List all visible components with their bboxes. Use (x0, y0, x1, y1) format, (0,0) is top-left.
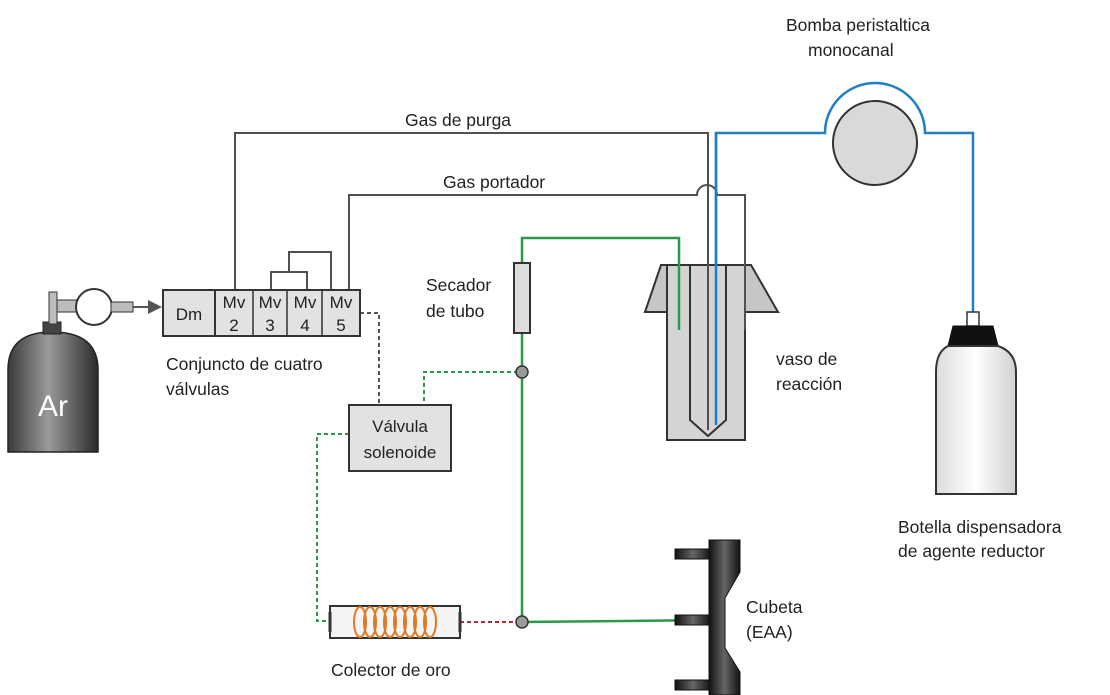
reductant-line (714, 81, 975, 425)
mv4-top-label: Mv (294, 293, 317, 312)
vessel-inner-lines (707, 133, 746, 430)
mv3-top-label: Mv (259, 293, 282, 312)
mv2-number-label: 2 (229, 316, 238, 335)
dryer-label-line1: Secador (426, 275, 491, 295)
solenoid-label-line1: Válvula (372, 417, 428, 436)
solenoid-valve (348, 404, 452, 472)
mv5-top-label: Mv (330, 293, 353, 312)
valve-set-label-line1: Conjuncto de cuatro (166, 354, 323, 374)
cell-label-line2: (EAA) (746, 622, 793, 642)
pump-label-line2: monocanal (808, 40, 894, 60)
solenoid-label-line2: solenoide (364, 443, 437, 462)
mv4-number-label: 4 (300, 316, 309, 335)
solenoid-signal-lines (316, 371, 518, 622)
argon-flow-arrow (148, 300, 162, 314)
vessel-label-line2: reacción (776, 374, 842, 394)
reductant-bottle (935, 311, 1017, 495)
carrier-gas-label: Gas portador (443, 172, 545, 192)
bottle-label-line2: de agente reductor (898, 541, 1045, 561)
mv5-number-label: 5 (336, 316, 345, 335)
reaction-vessel (643, 264, 780, 441)
cell-label-line1: Cubeta (746, 597, 803, 617)
peristaltic-pump (832, 100, 918, 186)
vessel-label-line1: vaso de (776, 349, 837, 369)
argon-cylinder: Ar (7, 291, 99, 453)
valve-interconnect-line (270, 251, 332, 290)
junction-node-lower (515, 615, 529, 629)
purge-gas-label: Gas de purga (405, 110, 511, 130)
cylinder-gas-label: Ar (38, 390, 68, 423)
mv3-number-label: 3 (265, 316, 274, 335)
aas-cell (674, 539, 741, 695)
pump-label-line1: Bomba peristaltica (786, 15, 930, 35)
gold-coil (353, 606, 437, 638)
regulator-outlet (110, 301, 134, 313)
tube-dryer (513, 262, 531, 334)
pressure-gauge-icon (75, 288, 113, 326)
valve-block: Dm Mv 2 Mv 3 Mv 4 Mv 5 (162, 289, 361, 337)
junction-node-upper (515, 365, 529, 379)
valve-set-label-line2: válvulas (166, 379, 229, 399)
dm-label: Dm (176, 305, 202, 324)
control-line (360, 312, 380, 405)
collector-label: Colector de oro (331, 660, 451, 680)
dryer-label-line2: de tubo (426, 301, 484, 321)
mv2-top-label: Mv (223, 293, 246, 312)
bottle-label-line1: Botella dispensadora (898, 517, 1062, 537)
